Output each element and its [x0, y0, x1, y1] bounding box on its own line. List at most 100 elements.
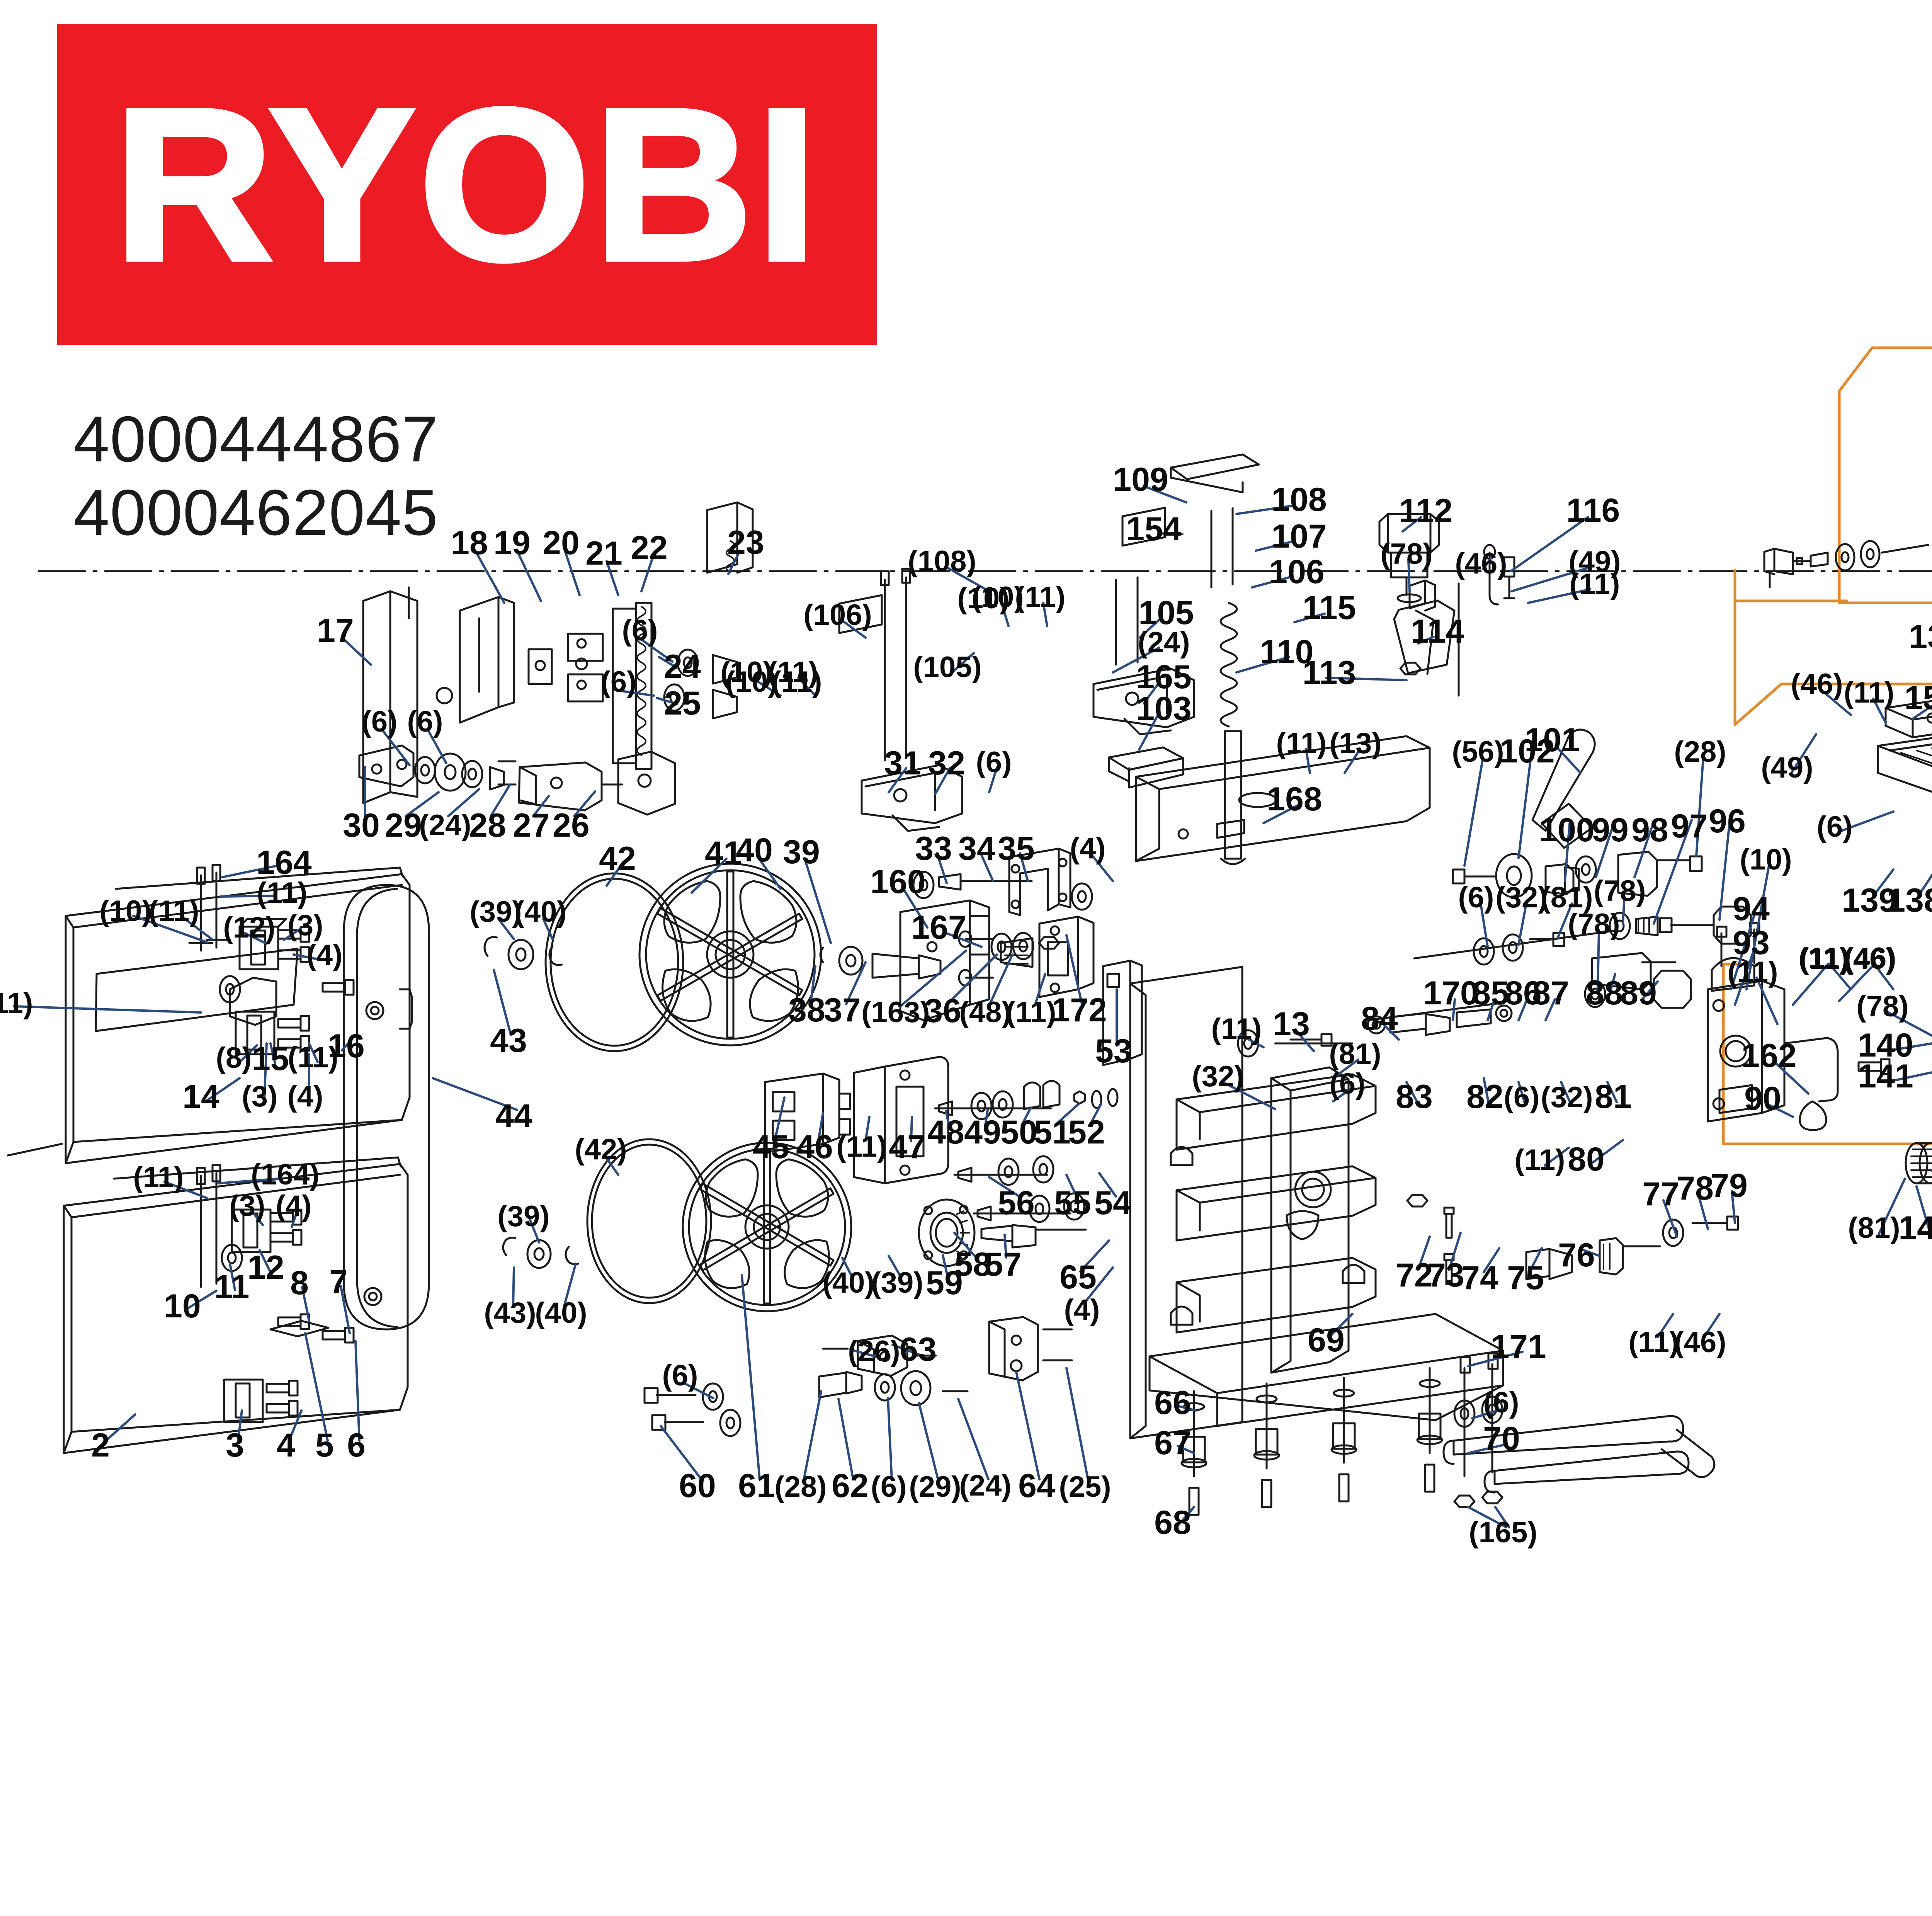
part-callout: (39): [469, 895, 522, 928]
part-callout: (11): [1798, 942, 1849, 975]
part-callout: 63: [900, 1331, 937, 1368]
part-callout: (11): [836, 1130, 887, 1163]
part-callout: 12: [247, 1249, 284, 1286]
part-callout: 156: [1904, 679, 1932, 716]
part-callout: 164: [256, 844, 312, 881]
part-callout: (4): [1070, 832, 1106, 865]
part-callout: (24): [419, 809, 471, 842]
part-callout: (11): [767, 656, 818, 689]
part-callout: (28): [1674, 735, 1726, 768]
part-callout: (164): [251, 1158, 320, 1191]
part-callout: 87: [1532, 975, 1569, 1012]
part-callout: (78): [1856, 990, 1909, 1023]
part-callout: 22: [631, 529, 668, 567]
part-callout: 48: [927, 1114, 964, 1151]
part-callout: (10): [957, 582, 1010, 615]
part-callout: (11): [257, 876, 308, 909]
part-callout: (11): [1005, 996, 1056, 1029]
part-callout: (39): [497, 1200, 550, 1233]
part-callout: 109: [1113, 461, 1168, 498]
part-callout: (26): [848, 1335, 900, 1368]
part-callout: 39: [783, 834, 820, 871]
part-callout: 141: [1858, 1058, 1913, 1095]
part-callout: 67: [1154, 1424, 1191, 1462]
part-callout: (46): [1674, 1326, 1726, 1359]
part-callout: 28: [469, 807, 506, 844]
part-callout: (32): [1192, 1060, 1244, 1093]
part-callout: 66: [1154, 1384, 1191, 1421]
part-callout: 51: [1034, 1114, 1071, 1151]
part-callout: (3): [229, 1189, 265, 1222]
part-callout: 88: [1586, 975, 1623, 1012]
part-callout: (40): [535, 1297, 587, 1329]
part-callout: (6): [976, 746, 1012, 779]
part-callout: 74: [1461, 1259, 1498, 1297]
part-callout: (3): [242, 1080, 278, 1113]
part-callout: 29: [385, 807, 422, 844]
part-callout: 79: [1711, 1167, 1748, 1204]
part-callout: 19: [493, 524, 531, 562]
part-callout: 73: [1427, 1257, 1464, 1294]
part-callout: (6): [622, 614, 658, 647]
part-callout: 97: [1671, 808, 1708, 845]
part-callout: (11): [287, 1041, 338, 1074]
part-callout: (11): [1514, 1143, 1565, 1176]
part-callout: 167: [911, 909, 967, 946]
part-callout: (6): [1503, 1081, 1540, 1114]
part-callout: 82: [1466, 1078, 1503, 1115]
part-callout: (12): [223, 911, 276, 944]
part-callout: (11): [1727, 956, 1778, 989]
part-callout: (25): [1059, 1470, 1111, 1503]
part-callout: (6): [871, 1470, 907, 1503]
part-callout: 31: [884, 745, 921, 782]
part-callout: (106): [803, 599, 872, 631]
model-number-2: 4000462045: [73, 476, 439, 549]
part-callout: 37: [824, 992, 861, 1029]
part-callout: 3: [226, 1427, 244, 1464]
part-callout: 62: [832, 1467, 869, 1504]
part-callout: 140: [1858, 1027, 1913, 1064]
part-callout: 53: [1095, 1033, 1132, 1070]
part-callout: 10: [164, 1288, 201, 1325]
part-callout: 136: [1909, 618, 1932, 655]
part-callout: 2: [91, 1427, 110, 1464]
part-callout: (24): [1138, 626, 1190, 659]
part-callout: 99: [1592, 812, 1629, 849]
part-callout: 110: [1260, 633, 1314, 670]
part-callout: (6): [600, 665, 637, 698]
part-callout: (46): [1791, 668, 1843, 701]
part-callout: (10): [99, 895, 152, 927]
part-callout: (4): [306, 939, 343, 972]
part-callout: (11): [1276, 727, 1327, 760]
part-callout: 65: [1060, 1259, 1097, 1296]
part-callout: 172: [1051, 992, 1107, 1029]
part-callout: 70: [1483, 1420, 1520, 1457]
part-callout: (81): [1848, 1212, 1900, 1244]
part-callout: (11): [1844, 676, 1895, 709]
part-callout: 27: [513, 807, 550, 844]
part-callout: (11): [148, 895, 199, 927]
part-callout: 168: [1267, 781, 1322, 818]
part-callout: (6): [1483, 1386, 1519, 1419]
part-callout: (6): [407, 705, 443, 738]
part-callout: 58: [954, 1246, 992, 1283]
part-callout: (8): [216, 1041, 252, 1074]
part-callout: (10): [1740, 843, 1792, 876]
part-callout: 138: [1887, 882, 1932, 919]
part-callout: (11): [0, 987, 33, 1020]
part-callout: 57: [985, 1246, 1022, 1283]
part-callout: 105: [1138, 594, 1194, 631]
part-callout: 40: [736, 832, 773, 869]
part-callout: 69: [1308, 1322, 1345, 1359]
part-callout: 68: [1154, 1504, 1191, 1541]
part-callout: (6): [1329, 1067, 1366, 1100]
part-callout: 24: [664, 648, 701, 685]
part-callout: 55: [1054, 1184, 1091, 1222]
part-callout: 162: [1741, 1037, 1797, 1074]
part-callout: (48): [959, 996, 1012, 1029]
part-callout: 116: [1566, 492, 1620, 529]
part-callout: (10): [971, 581, 1024, 614]
part-callout: 85: [1472, 975, 1509, 1012]
part-callout: 115: [1302, 589, 1356, 626]
part-callout: (46): [1844, 942, 1896, 975]
